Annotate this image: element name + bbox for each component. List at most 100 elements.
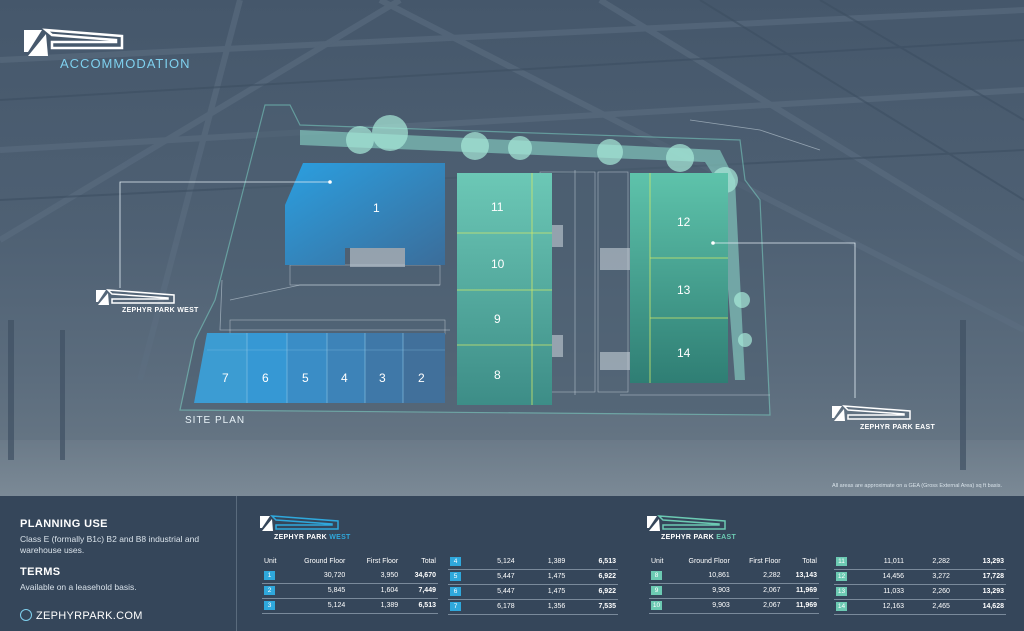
unit-badge: 12 [836, 572, 847, 581]
ground-value: 14,456 [852, 569, 907, 585]
planning-heading: PLANNING USE [20, 518, 108, 530]
planning-terms: PLANNING USE Class E (formally B1c) B2 a… [20, 518, 230, 593]
first-value: 1,604 [347, 583, 401, 599]
ground-value: 5,124 [280, 598, 348, 614]
first-value: 2,465 [906, 599, 952, 615]
hero-section: ACCOMMODATION [0, 0, 1024, 496]
total-value: 11,969 [782, 598, 819, 614]
zephyr-west-logo-icon [260, 515, 339, 531]
col-unit: Unit [651, 557, 664, 565]
total-value: 7,535 [567, 599, 618, 615]
zephyr-east-label: ZEPHYR PARK EAST [860, 424, 936, 431]
map-label-unit-2: 2 [418, 371, 425, 385]
ground-value: 11,033 [852, 584, 907, 600]
ground-value: 9,903 [667, 583, 732, 599]
total-value: 13,293 [951, 554, 1006, 570]
table-header-row: Unit Ground Floor First Floor Total [649, 554, 819, 568]
ground-value: 11,011 [852, 554, 907, 570]
unit-badge: 4 [450, 556, 461, 566]
ground-value: 5,447 [466, 584, 517, 600]
unit-badge: 9 [651, 586, 662, 595]
zephyr-west-logo-icon [96, 289, 175, 305]
west-table-logo: ZEPHYR PARK WEST [260, 514, 351, 541]
first-value: 2,260 [906, 584, 952, 600]
col-ground: Ground Floor [304, 557, 346, 565]
first-value: 2,067 [731, 583, 783, 599]
ground-value: 10,861 [667, 568, 732, 584]
total-value: 13,143 [782, 568, 819, 584]
total-value: 17,728 [951, 569, 1006, 585]
map-unit-labels: 1 2 3 4 5 6 7 11 10 9 8 12 13 14 [222, 200, 691, 385]
site-plan-label: SITE PLAN [185, 415, 246, 426]
unit-badge: 8 [651, 570, 662, 580]
unit-7-shape [207, 333, 247, 403]
globe-icon [20, 609, 32, 621]
ground-value: 6,178 [466, 599, 517, 615]
total-value: 6,513 [400, 598, 438, 614]
west-terrace [194, 333, 445, 403]
table-header-row: Unit Ground Floor First Floor Total [262, 554, 438, 568]
first-value: 2,282 [906, 554, 952, 570]
unit-badge: 14 [836, 602, 847, 611]
website-text: ZEPHYRPARK.COM [36, 610, 143, 622]
unit-badge: 2 [264, 586, 275, 595]
unit-badge: 3 [264, 601, 275, 610]
map-label-unit-9: 9 [494, 312, 501, 326]
unit-1-shape [285, 163, 445, 265]
map-label-unit-13: 13 [677, 283, 691, 297]
first-value: 1,475 [516, 584, 568, 600]
footnote: All areas are approximate on a GEA (Gros… [832, 483, 1002, 489]
middle-block [457, 173, 552, 405]
first-value: 3,950 [347, 568, 401, 584]
total-value: 6,922 [567, 584, 618, 600]
col-first: First Floor [749, 557, 781, 565]
unit-badge: 5 [450, 572, 461, 581]
ground-value: 12,163 [852, 599, 907, 615]
ground-value: 30,720 [280, 568, 348, 584]
page-title: ACCOMMODATION [60, 56, 191, 71]
map-label-unit-6: 6 [262, 371, 269, 385]
ground-value: 9,903 [667, 598, 732, 614]
ground-value: 5,447 [466, 569, 517, 585]
col-total: Total [421, 557, 436, 565]
map-label-unit-3: 3 [379, 371, 386, 385]
website-link[interactable]: ZEPHYRPARK.COM [20, 609, 143, 622]
east-table-logo: ZEPHYR PARK EAST [647, 514, 736, 541]
east-block [630, 173, 728, 383]
map-label-unit-4: 4 [341, 371, 348, 385]
first-value: 1,475 [516, 569, 568, 585]
panel-divider [236, 496, 237, 631]
warehouse-background [0, 0, 1024, 496]
terms-heading: TERMS [20, 566, 61, 578]
first-value: 1,389 [347, 598, 401, 614]
first-value: 1,356 [516, 599, 568, 615]
total-value: 7,449 [400, 583, 438, 599]
unit-5-shape [287, 333, 327, 403]
ground-value: 5,845 [280, 583, 348, 599]
map-label-unit-1: 1 [373, 201, 380, 215]
col-total: Total [802, 557, 817, 565]
info-panel: PLANNING USE Class E (formally B1c) B2 a… [0, 496, 1024, 631]
zephyr-logo-icon [24, 28, 124, 56]
site-plan-map [96, 104, 911, 421]
unit-4-shape [327, 333, 365, 403]
unit-3-shape [365, 333, 403, 403]
map-label-unit-11: 11 [491, 200, 504, 214]
unit-badge: 11 [836, 556, 847, 566]
total-value: 6,922 [567, 569, 618, 585]
map-label-unit-12: 12 [677, 215, 691, 229]
zephyr-east-logo-icon [832, 405, 911, 421]
col-ground: Ground Floor [688, 557, 730, 565]
